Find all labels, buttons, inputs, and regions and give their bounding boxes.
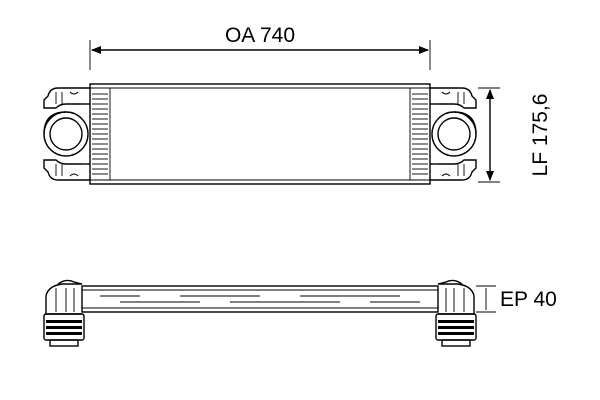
- front-view: [43, 83, 477, 185]
- side-view: [43, 279, 477, 347]
- depth-dimension: EP 40: [476, 285, 557, 313]
- core-height-label: LF 175,6: [529, 94, 552, 177]
- core-height-dimension: LF 175,6: [478, 87, 552, 183]
- overall-length-dimension: OA 740: [89, 24, 431, 70]
- right-tank-fins: [412, 93, 428, 175]
- left-outlet: [43, 87, 90, 181]
- left-end-tank: [43, 279, 85, 347]
- depth-label: EP 40: [500, 288, 557, 311]
- overall-length-label: OA 740: [225, 24, 295, 47]
- left-tank-fins: [92, 93, 108, 175]
- right-outlet: [430, 87, 477, 181]
- right-end-tank: [435, 279, 477, 347]
